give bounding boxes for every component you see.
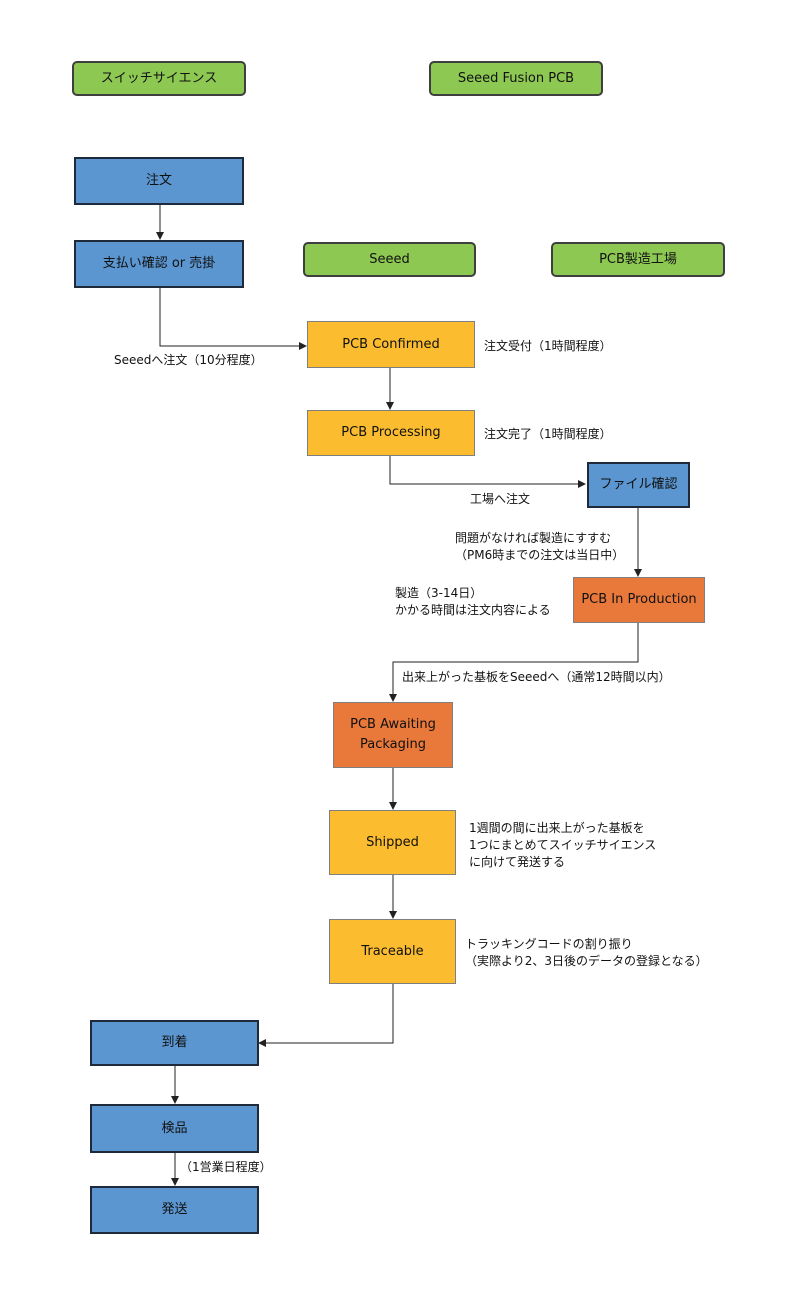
step-file-check: ファイル確認 (587, 462, 690, 508)
step-order-label: 注文 (145, 173, 172, 188)
step-pcb-processing-label: PCB Processing (341, 425, 441, 440)
note-manufacture-line2: かかる時間は注文内容による (395, 603, 551, 617)
lane-seeed-label: Seeed (369, 251, 410, 267)
step-shipped: Shipped (329, 810, 456, 875)
step-pcb-awaiting-packaging: PCB Awaiting Packaging (333, 702, 453, 768)
arrow-payment-to-confirmed (159, 288, 307, 350)
note-order-to-factory: 工場へ注文 (470, 492, 531, 506)
note-shipped-line3: に向けて発送する (469, 855, 566, 869)
step-pcb-confirmed: PCB Confirmed (307, 321, 475, 368)
note-order-received: 注文受付（1時間程度） (484, 339, 612, 353)
note-no-issue-line1: 問題がなければ製造にすすむ (455, 531, 612, 545)
note-boards-to-seeed: 出来上がった基板をSeeedへ（通常12時間以内） (402, 670, 671, 684)
note-no-issue-line2: （PM6時までの注文は当日中） (455, 548, 625, 562)
step-pcb-confirmed-label: PCB Confirmed (342, 336, 440, 352)
step-pcb-awaiting-label-line1: PCB Awaiting (350, 717, 436, 732)
note-shipped-line1: 1週間の間に出来上がった基板を (469, 821, 645, 835)
note-tracking-line2: （実際より2、3日後のデータの登録となる） (465, 954, 708, 968)
step-file-check-label: ファイル確認 (599, 477, 678, 492)
step-arrival-label: 到着 (161, 1035, 188, 1050)
arrow-processing-to-file-check (389, 456, 586, 488)
step-dispatch: 発送 (90, 1186, 259, 1234)
lane-pcb-factory: PCB製造工場 (551, 242, 725, 277)
lane-switch-science: スイッチサイエンス (72, 61, 246, 96)
step-traceable: Traceable (329, 919, 456, 984)
step-pcb-awaiting-label-line2: Packaging (360, 737, 426, 752)
lane-pcb-factory-label: PCB製造工場 (599, 251, 677, 267)
note-tracking-line1: トラッキングコードの割り振り (465, 937, 633, 951)
step-traceable-label: Traceable (361, 943, 424, 959)
step-dispatch-label: 発送 (161, 1202, 188, 1217)
note-tracking: トラッキングコードの割り振り （実際より2、3日後のデータの登録となる） (465, 936, 708, 970)
note-no-issue: 問題がなければ製造にすすむ （PM6時までの注文は当日中） (455, 530, 624, 564)
note-manufacture: 製造（3-14日） かかる時間は注文内容による (395, 585, 551, 619)
step-inspection-label: 検品 (161, 1120, 188, 1136)
step-pcb-processing: PCB Processing (307, 410, 475, 456)
lane-switch-science-label: スイッチサイエンス (100, 70, 218, 86)
step-arrival: 到着 (90, 1020, 259, 1066)
lane-seeed-fusion-pcb: Seeed Fusion PCB (429, 61, 603, 96)
step-payment: 支払い確認 or 売掛 (74, 240, 244, 288)
note-order-completed: 注文完了（1時間程度） (484, 427, 612, 441)
step-pcb-in-production-label: PCB In Production (581, 592, 697, 607)
note-shipped: 1週間の間に出来上がった基板を 1つにまとめてスイッチサイエンス に向けて発送す… (469, 820, 656, 871)
note-manufacture-line1: 製造（3-14日） (395, 586, 483, 600)
step-order: 注文 (74, 157, 244, 205)
step-payment-label: 支払い確認 or 売掛 (102, 256, 216, 271)
step-pcb-in-production: PCB In Production (573, 577, 705, 623)
arrow-traceable-to-arrival (258, 984, 394, 1047)
step-inspection: 検品 (90, 1104, 259, 1153)
note-inspection-time: （1営業日程度） (180, 1160, 272, 1174)
lane-seeed: Seeed (303, 242, 476, 277)
note-order-to-seeed: Seeedへ注文（10分程度） (114, 353, 263, 367)
note-shipped-line2: 1つにまとめてスイッチサイエンス (469, 838, 657, 852)
step-shipped-label: Shipped (366, 834, 419, 850)
lane-seeed-fusion-pcb-label: Seeed Fusion PCB (457, 70, 575, 86)
arrow-production-to-awaiting (389, 623, 639, 702)
